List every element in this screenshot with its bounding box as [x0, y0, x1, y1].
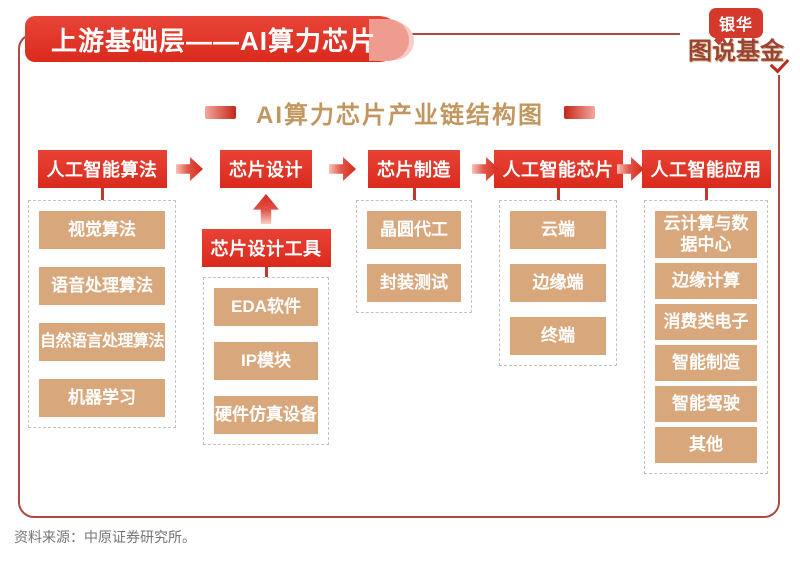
connector-line [412, 188, 416, 200]
sub-header: 芯片设计工具 [201, 229, 331, 267]
flow-chart: 人工智能算法 视觉算法 语音处理算法 自然语言处理算法 机器学习 芯片设计 芯片… [28, 150, 771, 474]
dashed-group: 视觉算法 语音处理算法 自然语言处理算法 机器学习 [28, 200, 176, 428]
dashed-group: 云端 边缘端 终端 [499, 200, 617, 366]
chain-item: 晶圆代工 [367, 211, 461, 249]
title-accent-bar-left [205, 106, 236, 119]
page-title: 上游基础层——AI算力芯片 [51, 25, 377, 56]
brand-badge: 银华 [708, 8, 763, 38]
chain-item: 机器学习 [39, 379, 165, 417]
arrow-right-icon [329, 157, 356, 181]
diagram-title-row: AI算力芯片产业链结构图 [0, 95, 800, 130]
arrow-up-icon [253, 194, 279, 224]
chain-item: 云端 [510, 211, 606, 249]
column-header: 芯片制造 [368, 150, 460, 188]
column-chip-manufacturing: 芯片制造 晶圆代工 封装测试 [356, 150, 472, 313]
source-note: 资料来源：中原证券研究所。 [14, 529, 196, 545]
column-header: 芯片设计 [220, 150, 312, 188]
connector-line [100, 188, 104, 200]
dashed-group: 云计算与数据中心 边缘计算 消费类电子 智能制造 智能驾驶 其他 [644, 200, 768, 474]
connector-line [704, 188, 708, 200]
column-ai-applications: 人工智能应用 云计算与数据中心 边缘计算 消费类电子 智能制造 智能驾驶 其他 [641, 150, 771, 474]
chain-item: 硬件仿真设备 [214, 396, 318, 434]
chain-item: 语音处理算法 [39, 267, 165, 305]
chain-item: 智能制造 [655, 344, 757, 381]
brand-name: 图说基金 [688, 38, 784, 65]
connector-line [556, 188, 560, 200]
column-header: 人工智能应用 [641, 150, 771, 188]
chain-item: 视觉算法 [39, 211, 165, 249]
dashed-group: 晶圆代工 封装测试 [356, 200, 472, 313]
column-ai-algorithms: 人工智能算法 视觉算法 语音处理算法 自然语言处理算法 机器学习 [28, 150, 176, 428]
chain-item: 封装测试 [367, 264, 461, 302]
chain-item: 云计算与数据中心 [655, 211, 757, 258]
diagram-title: AI算力芯片产业链结构图 [256, 102, 544, 129]
chain-item: 其他 [655, 426, 757, 463]
chain-item: 智能驾驶 [655, 385, 757, 422]
column-ai-chips: 人工智能芯片 云端 边缘端 终端 [493, 150, 623, 366]
brand-logo: 银华 图说基金 [680, 4, 792, 76]
chain-item: 边缘计算 [655, 262, 757, 299]
chain-item: EDA软件 [214, 288, 318, 326]
chain-item: 消费类电子 [655, 303, 757, 340]
column-header: 人工智能算法 [37, 150, 167, 188]
arrow-right-icon [176, 157, 203, 181]
connector-line [264, 267, 268, 277]
title-accent-bar-right [564, 106, 595, 119]
column-header: 人工智能芯片 [493, 150, 623, 188]
chain-item: 终端 [510, 317, 606, 355]
page-title-banner: 上游基础层——AI算力芯片 [25, 16, 415, 62]
column-chip-design: 芯片设计 芯片设计工具 EDA软件 IP模块 硬件仿真设备 [201, 150, 331, 445]
chain-item: 自然语言处理算法 [39, 323, 165, 361]
dashed-group: EDA软件 IP模块 硬件仿真设备 [203, 277, 329, 445]
chain-item: IP模块 [214, 342, 318, 380]
chain-item: 边缘端 [510, 264, 606, 302]
